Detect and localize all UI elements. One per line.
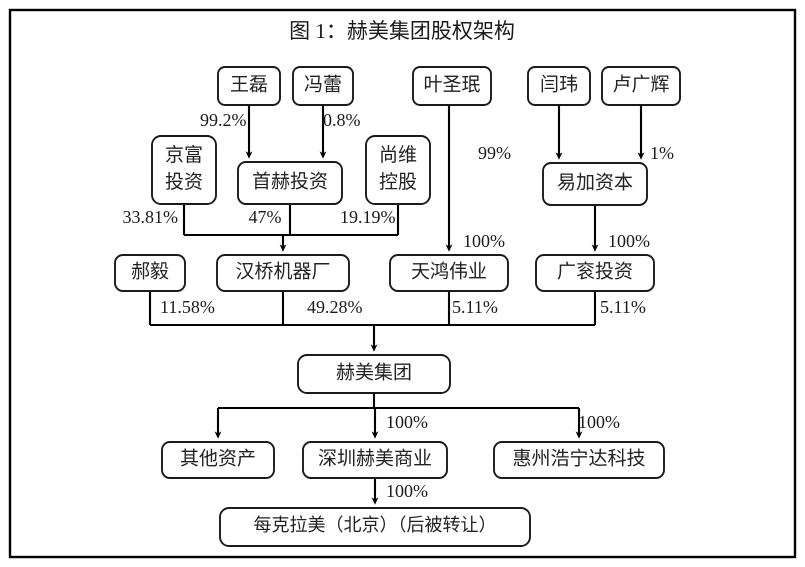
node-label-shangwei: 控股 <box>379 171 417 193</box>
node-label-qitazichan: 其他资产 <box>180 447 256 469</box>
node-box-tianhong <box>389 254 509 292</box>
edge-label-e-guanggun-hemei: 5.11% <box>600 297 646 317</box>
edges-layer <box>148 105 645 505</box>
node-label-hemei: 赫美集团 <box>336 361 412 383</box>
node-luguanghui[interactable]: 卢广辉 <box>601 66 681 106</box>
edge-label-e-luguanghui-yijia: 1% <box>650 143 674 163</box>
node-box-hanqiao <box>216 254 350 292</box>
edge-label-e-shangwei-hanqiao: 19.19% <box>340 207 396 227</box>
node-box-shangwei <box>365 135 431 205</box>
node-box-yeshengmin <box>412 66 492 106</box>
node-box-yanwei <box>527 66 591 106</box>
node-qitazichan[interactable]: 其他资产 <box>161 441 275 479</box>
node-label-fenglei: 冯蕾 <box>304 73 342 95</box>
edge-label-e-fenglei-shouhe: 0.8% <box>323 110 361 130</box>
node-label-haoyi: 郝毅 <box>131 260 169 282</box>
node-shouhe[interactable]: 首赫投资 <box>237 161 343 205</box>
edge-label-e-shouhe-hanqiao: 47% <box>249 207 282 227</box>
node-box-wanglei <box>217 66 281 106</box>
node-label-shangwei: 尚维 <box>379 144 417 166</box>
edge-label-e-jingfu-hanqiao: 33.81% <box>123 207 179 227</box>
node-box-hemei <box>297 354 451 394</box>
node-label-jingfu: 京富 <box>165 144 203 166</box>
node-wanglei[interactable]: 王磊 <box>217 66 281 106</box>
node-label-hanqiao: 汉桥机器厂 <box>235 260 330 282</box>
node-box-yijia <box>542 162 648 206</box>
node-guanggun[interactable]: 广衮投资 <box>535 254 655 292</box>
node-box-haoyi <box>114 254 186 292</box>
node-label-wanglei: 王磊 <box>230 74 268 95</box>
node-label-yeshengmin: 叶圣珉 <box>423 73 480 95</box>
figure-frame <box>8 8 797 559</box>
node-box-shouhe <box>237 161 343 205</box>
node-szhemei[interactable]: 深圳赫美商业 <box>302 441 448 479</box>
node-label-yijia: 易加资本 <box>557 171 633 193</box>
node-label-meikelamei: 每克拉美（北京）（后被转让） <box>254 515 497 535</box>
nodes-layer: 王磊冯蕾叶圣珉闫玮卢广辉京富投资首赫投资尚维控股易加资本郝毅汉桥机器厂天鸿伟业广… <box>114 66 681 547</box>
edge-label-e-yijia-guanggun: 100% <box>608 231 650 251</box>
node-fenglei[interactable]: 冯蕾 <box>292 66 354 106</box>
node-label-luguanghui: 卢广辉 <box>612 73 669 95</box>
node-meikelamei[interactable]: 每克拉美（北京）（后被转让） <box>219 507 531 547</box>
node-yeshengmin[interactable]: 叶圣珉 <box>412 66 492 106</box>
node-tianhong[interactable]: 天鸿伟业 <box>389 254 509 292</box>
node-haoyi[interactable]: 郝毅 <box>114 254 186 292</box>
node-box-guanggun <box>535 254 655 292</box>
node-box-haoningda <box>493 441 665 479</box>
edge-label-e-hemei-haoningda: 100% <box>578 412 620 432</box>
edge-label-e-yeshengmin-tianhong: 100% <box>463 231 505 251</box>
node-box-fenglei <box>292 66 354 106</box>
node-hemei[interactable]: 赫美集团 <box>297 354 451 394</box>
edge-labels-layer: 99.2% 0.8% 99% 1% 33.81% 47% 19.19% 100% 100% 11.… <box>123 110 675 501</box>
node-yijia[interactable]: 易加资本 <box>542 162 648 206</box>
edge-label-e-tianhong-hemei: 5.11% <box>452 297 498 317</box>
node-label-yanwei: 闫玮 <box>540 73 578 95</box>
node-label-haoningda: 惠州浩宁达科技 <box>512 447 645 469</box>
node-box-jingfu <box>151 135 217 205</box>
edge-label-e-haoyi-hemei: 11.58% <box>160 297 215 317</box>
node-box-luguanghui <box>601 66 681 106</box>
node-label-shouhe: 首赫投资 <box>252 170 328 192</box>
node-hanqiao[interactable]: 汉桥机器厂 <box>216 254 350 292</box>
node-box-szhemei <box>302 441 448 479</box>
node-haoningda[interactable]: 惠州浩宁达科技 <box>493 441 665 479</box>
node-label-tianhong: 天鸿伟业 <box>411 260 487 282</box>
node-label-jingfu: 投资 <box>165 171 203 193</box>
node-label-guanggun: 广衮投资 <box>557 260 633 282</box>
node-box-meikelamei <box>219 507 531 547</box>
edge-label-e-hemei-szhemei: 100% <box>386 412 428 432</box>
edge-label-e-hanqiao-hemei: 49.28% <box>307 297 363 317</box>
edge-label-e-szhemei-meikelamei: 100% <box>386 481 428 501</box>
edge-label-e-wanglei-shouhe: 99.2% <box>200 110 247 130</box>
node-label-szhemei: 深圳赫美商业 <box>318 447 432 469</box>
node-box-qitazichan <box>161 441 275 479</box>
node-yanwei[interactable]: 闫玮 <box>527 66 591 106</box>
edge-label-e-yanwei-yijia: 99% <box>478 143 511 163</box>
figure-title: 图 1：赫美集团股权架构 <box>289 19 515 43</box>
